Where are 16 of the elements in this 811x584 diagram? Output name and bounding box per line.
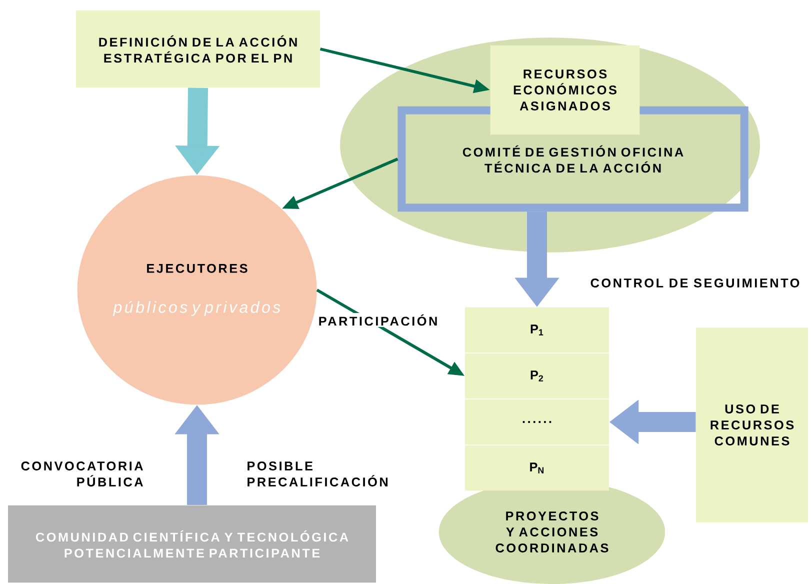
project-box: ...... [465, 399, 609, 445]
side-label: CONVOCATORIA PÚBLICA [21, 462, 143, 486]
side-label: POSIBLE PRECALIFICACIÓN [248, 462, 388, 486]
project-box: P$_{N}$ [465, 445, 609, 491]
community-box: COMUNIDAD CIENTÍFICA Y TECNOLÓGICA POTENCIALMENTE PARTICIPANTE [8, 505, 376, 583]
project-box: P$_{1}$ [465, 307, 609, 353]
node-label: P$_{1}$ [530, 324, 544, 336]
project-box: P$_{2}$ [465, 353, 609, 399]
node-label: P$_{N}$ [530, 462, 544, 474]
edge-label: CONTROL DE SEGUIMIENTO [588, 277, 802, 289]
resource-box: USO DE RECURSOS COMUNES [696, 328, 808, 522]
edge-label: PARTICIPACIÓN [317, 312, 439, 327]
process-box: RECURSOS ECONÓMICOS ASIGNADOS [490, 45, 640, 135]
node-label: ...... [522, 421, 552, 423]
process-box: DEFINICIÓN DE LA ACCIÓN ESTRATÉGICA POR EL PN [76, 10, 320, 88]
node-label: P$_{2}$ [530, 370, 544, 382]
